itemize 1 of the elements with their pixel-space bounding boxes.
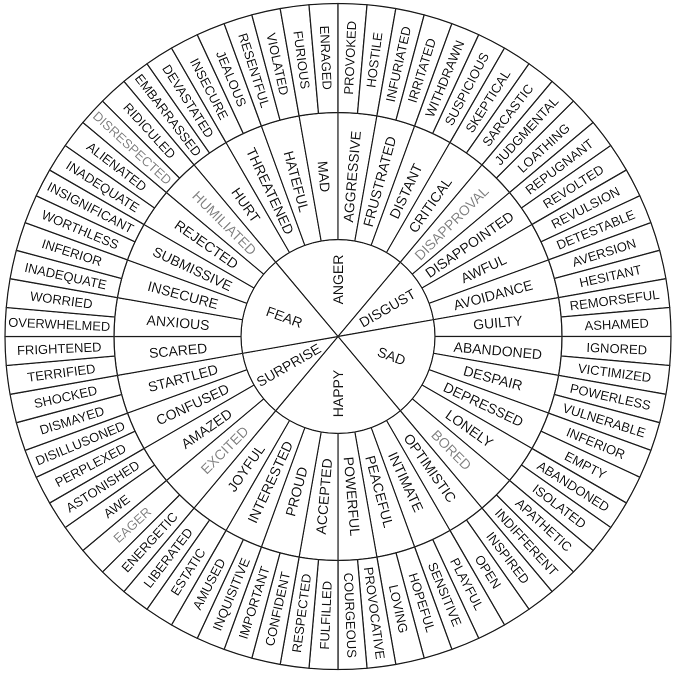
outer-ring-segment: ENRAGED: [308, 2, 339, 114]
